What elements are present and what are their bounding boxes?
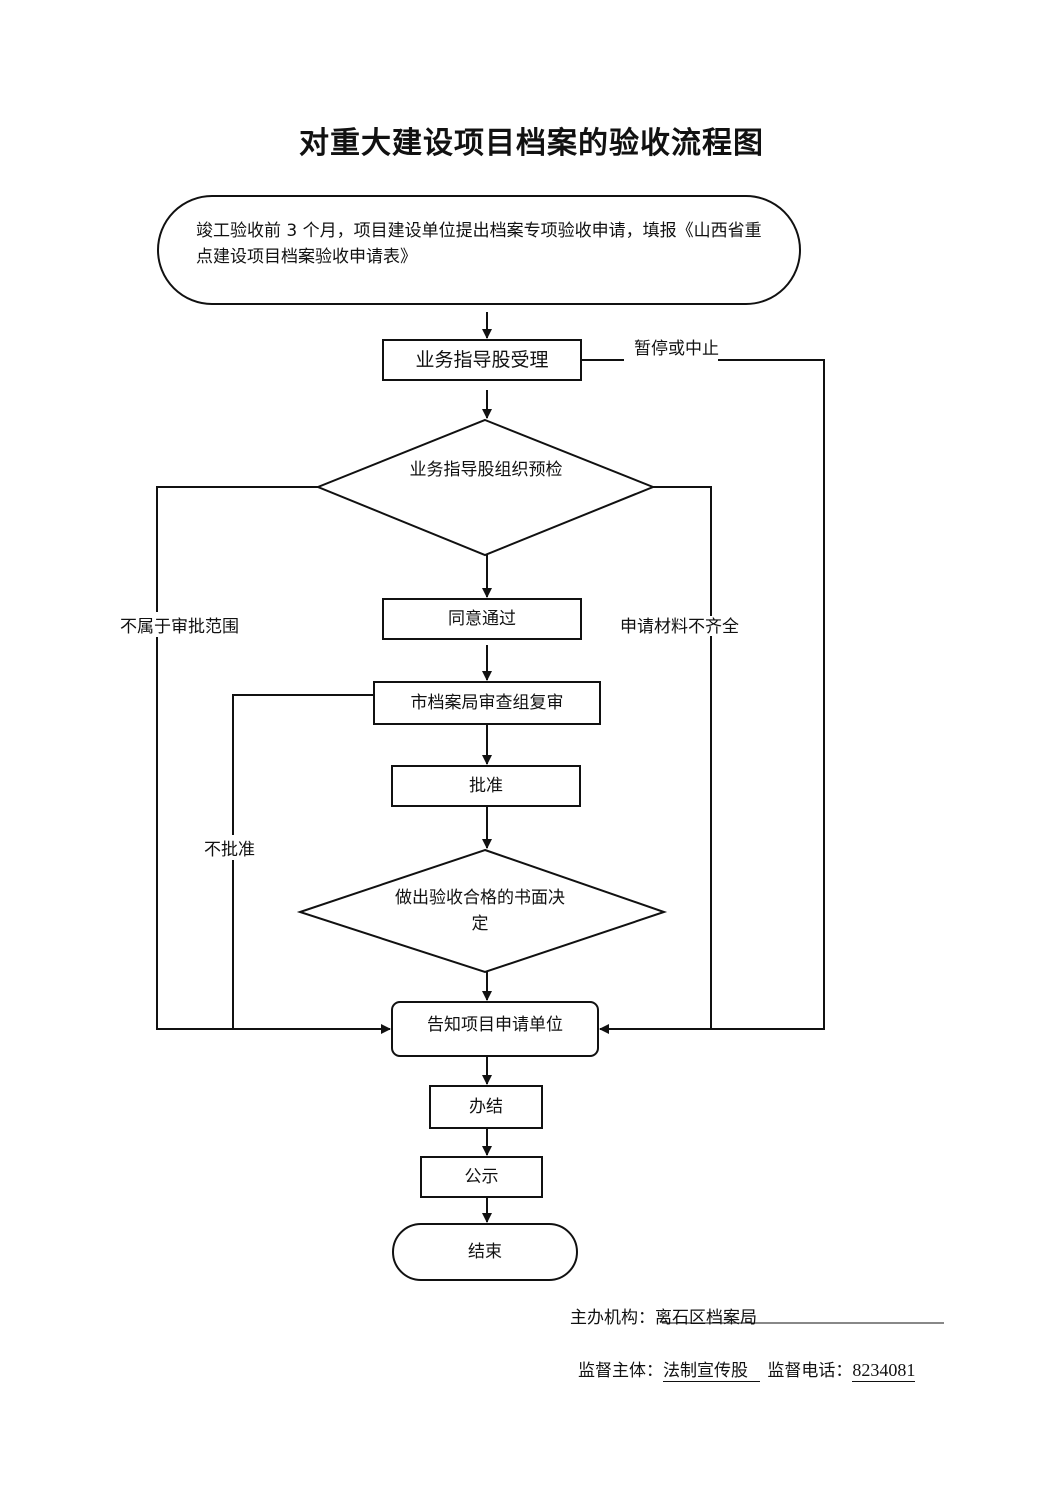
footer-supervision: 监督主体：法制宣传股 监督电话：8234081 [578,1356,916,1382]
start-node-label: 竣工验收前 3 个月，项目建设单位提出档案专项验收申请，填报《山西省重点建设项目… [196,221,762,267]
notify-node[interactable]: 告知项目申请单位 [392,1012,598,1038]
out-of-scope-label: 不属于审批范围 [120,612,239,637]
publicize-box-shape [420,1156,543,1198]
supervisor-value: 法制宣传股 [663,1356,760,1382]
arrow-not-approved [232,694,374,1029]
end-node-label: 结束 [468,1242,502,1262]
supervisor-label: 监督主体： [578,1361,663,1381]
org-label: 主办机构： [570,1308,655,1328]
approve-node-label: 批准 [469,776,503,796]
arrow-out-of-scope [156,486,391,1034]
notify-node-label: 告知项目申请单位 [427,1015,563,1035]
phone-value: 8234081 [852,1360,916,1382]
pass-node[interactable]: 同意通过 [383,606,581,632]
review-node[interactable]: 市档案局审查组复审 [374,690,600,716]
close-node[interactable]: 办结 [430,1094,542,1120]
publicize-node-label: 公示 [464,1167,499,1187]
accept-node[interactable]: 业务指导股受理 [383,347,581,373]
precheck-node-label: 业务指导股组织预检 [409,460,563,480]
start-terminal-shape [157,195,801,305]
end-node[interactable]: 结束 [393,1239,577,1265]
review-node-label: 市档案局审查组复审 [410,693,564,713]
start-node[interactable]: 竣工验收前 3 个月，项目建设单位提出档案专项验收申请，填报《山西省重点建设项目… [196,218,762,270]
end-terminal-shape [392,1223,578,1281]
phone-label: 监督电话： [767,1361,853,1381]
not-approved-label: 不批准 [204,835,255,860]
incomplete-label: 申请材料不齐全 [620,617,739,637]
page-title: 对重大建设项目档案的验收流程图 [299,126,764,161]
pass-box-shape [382,598,582,640]
precheck-node[interactable]: 业务指导股组织预检 [405,457,567,483]
approve-node[interactable]: 批准 [392,773,580,799]
publicize-node[interactable]: 公示 [421,1164,542,1190]
precheck-diamond-shape [315,418,656,557]
decision-node[interactable]: 做出验收合格的书面决定 [390,885,570,937]
decision-node-label: 做出验收合格的书面决定 [395,888,565,934]
decision-diamond-shape [296,848,668,974]
pass-node-label: 同意通过 [448,609,516,629]
notify-box-shape [391,1001,599,1057]
footer-organizer: 主办机构：离石区档案局 [570,1303,757,1328]
accept-node-label: 业务指导股受理 [415,349,549,371]
arrow-incomplete [653,486,712,616]
suspend-label: 暂停或中止 [634,339,719,359]
org-value: 离石区档案局 [655,1308,757,1328]
close-node-label: 办结 [469,1097,503,1117]
